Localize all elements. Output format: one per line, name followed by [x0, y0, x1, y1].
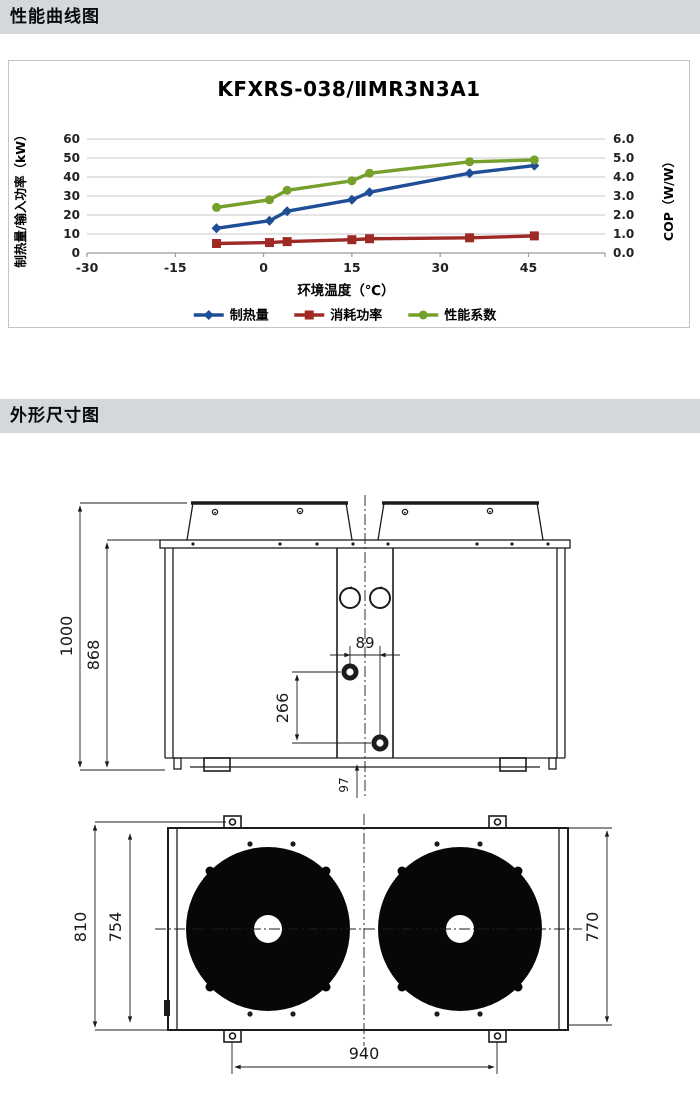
data-point-diamond	[264, 215, 275, 226]
section-title-dimensions: 外形尺寸图	[10, 406, 100, 426]
svg-text:868: 868	[84, 640, 103, 671]
data-point-diamond	[282, 206, 293, 217]
data-point-circle	[465, 157, 475, 167]
data-point-circle	[212, 202, 221, 212]
dim-front-868: 868	[84, 539, 160, 768]
dim-top-940: 940	[231, 1042, 498, 1074]
data-point-circle	[347, 176, 357, 186]
svg-text:89: 89	[355, 634, 374, 652]
data-point-diamond	[203, 310, 214, 320]
dim-top-754: 754	[106, 833, 133, 1023]
dim-top-770: 770	[568, 827, 612, 1026]
right-axis-tick-label: 1.0	[613, 227, 634, 241]
x-axis-tick-label: -15	[164, 260, 187, 275]
left-axis-tick-label: 60	[63, 132, 80, 146]
data-point-circle	[264, 195, 274, 205]
right-axis-tick-label: 3.0	[613, 189, 634, 203]
data-point-square	[282, 237, 292, 247]
data-point-square	[212, 239, 221, 248]
data-point-circle	[418, 310, 428, 320]
chart-title: KFXRS-038/ⅡMR3N3A1	[217, 77, 481, 101]
left-axis-tick-label: 20	[63, 208, 80, 222]
data-point-circle	[282, 185, 292, 195]
front-connection-holes	[341, 663, 389, 752]
series-line-制热量	[216, 163, 535, 230]
dim-top-810: 810	[71, 821, 226, 1031]
section-title-performance: 性能曲线图	[10, 7, 100, 27]
data-point-square	[365, 234, 375, 244]
right-axis-tick-label: 6.0	[613, 132, 634, 146]
left-axis-tick-label: 50	[63, 151, 80, 165]
right-axis-tick-label: 2.0	[613, 208, 634, 222]
outline-dimension-drawing: 1000 868 89 266 97	[57, 495, 612, 1074]
left-axis-tick-label: 0	[72, 246, 80, 260]
series-line-消耗功率	[216, 234, 535, 246]
x-axis-tick-label: 30	[431, 260, 449, 275]
top-screw-dots	[247, 841, 483, 1017]
svg-text:754: 754	[106, 912, 125, 943]
data-point-square	[465, 233, 475, 243]
data-point-diamond	[464, 168, 475, 179]
series-line-性能系数	[216, 158, 535, 210]
front-view: 1000 868 89 266 97	[57, 495, 571, 798]
data-point-circle	[365, 168, 375, 178]
data-point-diamond	[346, 194, 357, 205]
data-point-square	[347, 235, 357, 245]
section-header-performance: 性能曲线图	[0, 0, 700, 34]
data-point-circle	[529, 155, 539, 165]
data-point-square	[304, 310, 314, 320]
svg-text:97: 97	[337, 777, 351, 792]
x-axis-tick-label: -30	[76, 260, 99, 275]
y-axis-title-right: COP（W/W）	[661, 155, 676, 241]
svg-text:810: 810	[71, 912, 90, 943]
data-point-diamond	[364, 187, 375, 198]
section-header-dimensions: 外形尺寸图	[0, 399, 700, 433]
x-axis-tick-label: 45	[520, 260, 537, 275]
data-point-square	[264, 238, 274, 248]
right-axis-tick-label: 4.0	[613, 170, 634, 184]
performance-chart-panel: KFXRS-038/ⅡMR3N3A1 0 0.0 10 1.0 20 2.0 30 3.0 40…	[8, 60, 690, 328]
performance-line-chart: 0 0.0 10 1.0 20 2.0 30 3.0 40 4.0 50 5.0 60 6.0 -30 -15…	[13, 128, 676, 324]
top-mounting-tabs	[223, 815, 507, 1043]
svg-text:1000: 1000	[57, 616, 76, 657]
left-axis-tick-label: 40	[63, 170, 80, 184]
x-axis-tick-label: 0	[259, 260, 268, 275]
left-axis-tick-label: 10	[63, 227, 80, 241]
data-point-square	[529, 231, 539, 241]
svg-text:940: 940	[349, 1044, 380, 1063]
x-axis-tick-label: 15	[343, 260, 360, 275]
top-view: 810 754 770 940	[71, 814, 612, 1074]
dim-front-97: 97	[337, 764, 360, 798]
svg-text:770: 770	[583, 912, 602, 943]
front-pipe-stubs	[339, 586, 391, 609]
right-axis-tick-label: 0.0	[613, 246, 634, 260]
svg-text:266: 266	[273, 693, 292, 724]
legend-label: 制热量	[230, 308, 269, 324]
dim-front-89: 89	[330, 634, 400, 736]
legend-label: 性能系数	[444, 308, 497, 324]
y-axis-title-left: 制热量/输入功率（kW）	[13, 128, 28, 267]
data-point-diamond	[211, 223, 222, 234]
x-axis-title: 环境温度（℃）	[297, 282, 394, 299]
legend-label: 消耗功率	[330, 308, 382, 324]
right-axis-tick-label: 5.0	[613, 151, 634, 165]
top-fan-left	[186, 847, 350, 1011]
left-axis-tick-label: 30	[63, 189, 80, 203]
front-left-fan-cover	[186, 501, 353, 541]
dim-front-1000: 1000	[57, 502, 187, 771]
front-right-fan-cover	[377, 501, 544, 541]
dim-front-266: 266	[273, 671, 371, 744]
